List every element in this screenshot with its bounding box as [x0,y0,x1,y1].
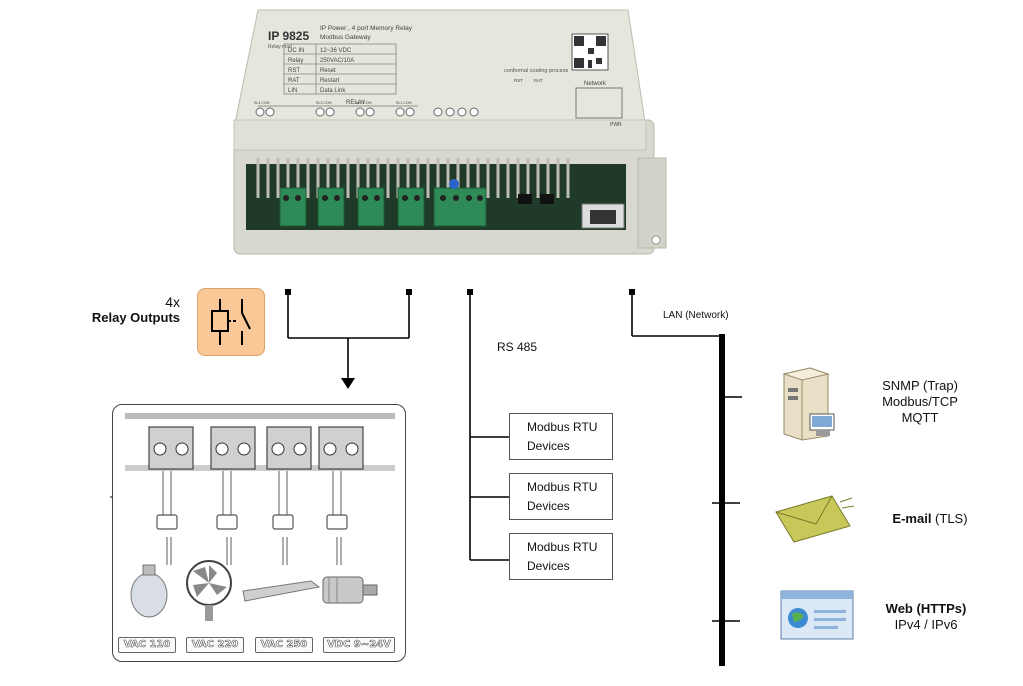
load-label-vac250: VAC 250 [255,637,313,653]
loads-illustration [125,413,395,621]
terminal-label: RL1 COM [396,101,412,105]
lan-terminal-marker [629,289,635,295]
rat-label: RAT [534,78,543,83]
network-label: Network [584,81,607,87]
modbus-box-line1: Modbus RTU [527,420,598,434]
service-email-text: E-mail (TLS) [870,511,990,527]
spec-key: Relay [288,58,303,64]
motor-icon [322,576,378,604]
rs485-label: RS 485 [497,340,538,354]
modbus-box-line2: Devices [527,559,570,573]
service-line: IPv4 / IPv6 [894,617,958,632]
service-snmp-text: SNMP (Trap) Modbus/TCP MQTT [860,378,980,426]
rst-label: RST [514,78,523,83]
server-icon [782,367,835,441]
spec-key: DC IN [288,48,304,54]
qr-code [571,33,609,71]
relay-outputs-label: Relay Outputs [91,310,180,325]
device-description-1: IP Power , 4 port Memory Relay [320,25,413,32]
relay-terminal-marker [406,289,412,295]
relay-count-label: 4x [165,294,180,310]
device-description-2: Modbus Gateway [320,34,371,41]
light-bulb-icon [130,564,168,618]
service-rest: (TLS) [931,511,968,526]
service-line: SNMP (Trap) [882,378,958,393]
ip9825-device: IP 9825 Relay mod IP Power , 4 port Memo… [233,9,667,255]
spec-value: 12~36 VDC [320,48,352,54]
arrow-down-icon [341,378,355,389]
relay-icon [197,288,265,356]
modbus-rtu-device-box: Modbus RTU Devices [509,413,613,460]
service-bold: Web (HTTPs) [885,601,967,616]
pcb-terminal [357,187,385,227]
spec-key: RAT [288,78,300,84]
modbus-box-line1: Modbus RTU [527,480,598,494]
spec-value: 250VAC/10A [320,58,354,64]
pcb-terminal [279,187,307,227]
service-line: MQTT [901,410,939,425]
pcb-terminal [397,187,425,227]
service-line: Modbus/TCP [882,394,958,409]
load-label-vac110: VAC 110 [118,637,176,653]
coating-note: conformal coating process [504,68,568,74]
spec-key: RST [288,68,300,74]
heater-icon [242,580,321,602]
loads-panel [112,404,406,662]
pcb-terminal [317,187,345,227]
rs485-terminal-marker [467,289,473,295]
spec-key: LIN [288,88,297,94]
pcb-terminal [433,187,487,227]
envelope-icon [775,495,854,543]
modbus-box-line2: Devices [527,499,570,513]
terminal-label: RL4 COM [254,101,270,105]
plug-icon [272,514,294,530]
relay-terminal-marker [285,289,291,295]
spec-value: Reset [320,68,336,74]
device-model: IP 9825 [268,29,309,43]
browser-icon [780,590,854,640]
modbus-box-line2: Devices [527,439,570,453]
spec-value: Data Link [320,88,346,94]
lan-label: LAN (Network) [663,310,729,321]
modbus-rtu-device-box: Modbus RTU Devices [509,533,613,580]
relay-strip-label: RELAY [346,100,365,106]
terminal-label: RL2 COM [356,101,372,105]
plug-icon [326,514,348,530]
spec-value: Restart [320,78,340,84]
plug-icon [216,514,238,530]
service-bold: E-mail [892,511,932,526]
modbus-box-line1: Modbus RTU [527,540,598,554]
service-web-text: Web (HTTPs) IPv4 / IPv6 [866,601,986,633]
load-label-vac220: VAC 220 [186,637,244,653]
plug-icon [156,514,178,530]
modbus-rtu-device-box: Modbus RTU Devices [509,473,613,520]
device-subtitle-small: Relay mod [268,44,292,50]
load-label-vdc: VDC 9~24V [323,637,395,653]
pwr-label: PWR [610,122,622,128]
terminal-label: RL3 COM [316,101,332,105]
fan-icon [186,560,232,621]
